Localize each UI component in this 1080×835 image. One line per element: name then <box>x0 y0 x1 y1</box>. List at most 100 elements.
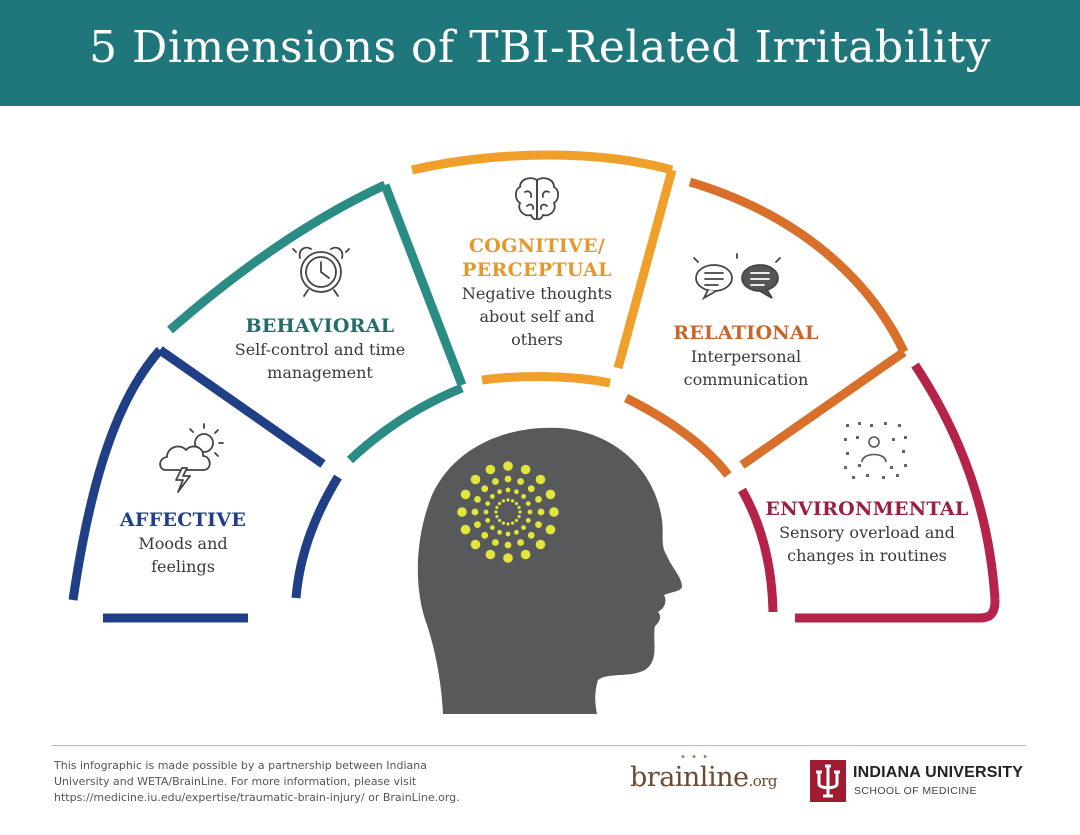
weather-storm-icon <box>159 423 224 493</box>
burst-dot <box>535 474 546 485</box>
burst-dot <box>521 494 526 499</box>
burst-dot <box>495 505 499 509</box>
burst-dot <box>470 474 481 485</box>
relational-desc-line-2: communication <box>683 370 809 389</box>
burst-dot <box>527 531 535 539</box>
burst-dots <box>457 461 559 563</box>
environment-dot <box>904 436 907 439</box>
burst-dot <box>525 518 531 523</box>
burst-dot <box>501 521 505 525</box>
burst-dot <box>481 531 489 539</box>
behavioral-inner-arc <box>346 383 464 464</box>
burst-dot <box>506 522 510 526</box>
environment-dot <box>844 438 847 441</box>
burst-dot <box>525 501 531 506</box>
burst-dot <box>527 485 535 493</box>
head-silhouette <box>417 427 682 714</box>
footer-divider <box>52 745 1026 746</box>
burst-dot <box>510 521 515 525</box>
burst-dot <box>485 549 496 560</box>
burst-dot <box>514 489 519 495</box>
relational-desc-line-1: Interpersonal <box>690 347 802 366</box>
behavioral-outer-arc <box>167 180 387 334</box>
burst-dot <box>514 501 519 506</box>
behavioral-desc-line-1: Self-control and time <box>234 340 406 359</box>
burst-dot <box>537 508 545 516</box>
burst-dot <box>474 496 481 503</box>
affective-label: AFFECTIVE Moods and feelings <box>98 508 268 578</box>
environment-dot <box>846 452 849 455</box>
environment-dot <box>846 424 849 427</box>
footer-note-line-1: This infographic is made possible by a p… <box>54 759 427 772</box>
burst-dot <box>470 539 481 550</box>
burst-dot <box>505 487 511 493</box>
behavioral-label: BEHAVIORAL Self-control and time managem… <box>210 314 430 384</box>
affective-outer-arc <box>68 347 164 601</box>
environment-dot <box>858 422 861 425</box>
burst-dot <box>497 489 502 495</box>
burst-dot <box>460 524 471 535</box>
brainline-tld: .org <box>748 772 778 790</box>
relational-inner-arc <box>623 393 732 478</box>
burst-dot <box>495 515 499 519</box>
burst-dot <box>514 529 519 535</box>
burst-dot <box>535 496 542 503</box>
burst-dot <box>503 553 513 563</box>
burst-dot <box>506 498 510 502</box>
burst-dot <box>457 507 467 517</box>
burst-dot <box>471 508 479 516</box>
burst-dot <box>520 464 531 475</box>
environment-dot <box>852 476 855 479</box>
burst-dot <box>483 509 489 515</box>
environment-dot <box>898 424 901 427</box>
header-banner: 5 Dimensions of TBI-Related Irritability <box>0 0 1080 106</box>
affective-title: AFFECTIVE <box>119 509 247 531</box>
environment-dot <box>902 450 905 453</box>
affective-inner-arc <box>291 474 342 599</box>
brainline-dots-icon: • • • <box>680 752 710 763</box>
environment-dot <box>892 438 895 441</box>
burst-dot <box>545 489 556 500</box>
behavioral-title: BEHAVIORAL <box>245 315 395 337</box>
environmental-outer-arc <box>911 362 1000 601</box>
environmental-desc-line-1: Sensory overload and <box>779 523 955 542</box>
burst-dot <box>545 524 556 535</box>
burst-dot <box>504 475 512 483</box>
environment-dot <box>856 436 859 439</box>
burst-dot <box>520 549 531 560</box>
burst-dot <box>490 525 495 530</box>
affective-desc-line-1: Moods and <box>138 534 228 553</box>
burst-dot <box>514 518 519 523</box>
environmental-desc-line-2: changes in routines <box>787 546 947 565</box>
burst-dot <box>517 539 524 546</box>
iu-trident-icon <box>810 760 846 802</box>
cognitive-title-line-2: PERCEPTUAL <box>462 259 612 281</box>
burst-dot <box>460 489 471 500</box>
footer-note-line-2: University and WETA/BrainLine. For more … <box>54 775 417 788</box>
brainline-logo[interactable]: brainline.org <box>630 762 778 793</box>
behavioral-desc-line-2: management <box>267 363 373 382</box>
burst-dot <box>517 505 521 509</box>
speech-bubbles-icon <box>693 253 781 301</box>
cognitive-outer-arc <box>411 150 674 175</box>
environment-dot <box>866 474 869 477</box>
burst-dot <box>497 518 502 523</box>
cognitive-desc-line-2: about self and <box>479 307 595 326</box>
burst-dot <box>504 541 512 549</box>
dimensions-diagram <box>68 150 1000 714</box>
burst-dot <box>535 539 546 550</box>
burst-dot <box>492 539 499 546</box>
footer-note-line-3[interactable]: https://medicine.iu.edu/expertise/trauma… <box>54 791 460 804</box>
brainline-name: brainline <box>630 762 749 793</box>
environment-dot <box>890 466 893 469</box>
relational-title: RELATIONAL <box>673 322 819 344</box>
burst-dot <box>497 529 502 535</box>
environment-dot <box>904 464 907 467</box>
burst-dot <box>497 501 502 506</box>
burst-dot <box>535 521 542 528</box>
burst-dot <box>503 461 513 471</box>
footer-note: This infographic is made possible by a p… <box>54 758 574 806</box>
burst-dot <box>494 510 498 514</box>
burst-dot <box>505 531 511 537</box>
environmental-bottom-edge <box>795 599 1000 623</box>
